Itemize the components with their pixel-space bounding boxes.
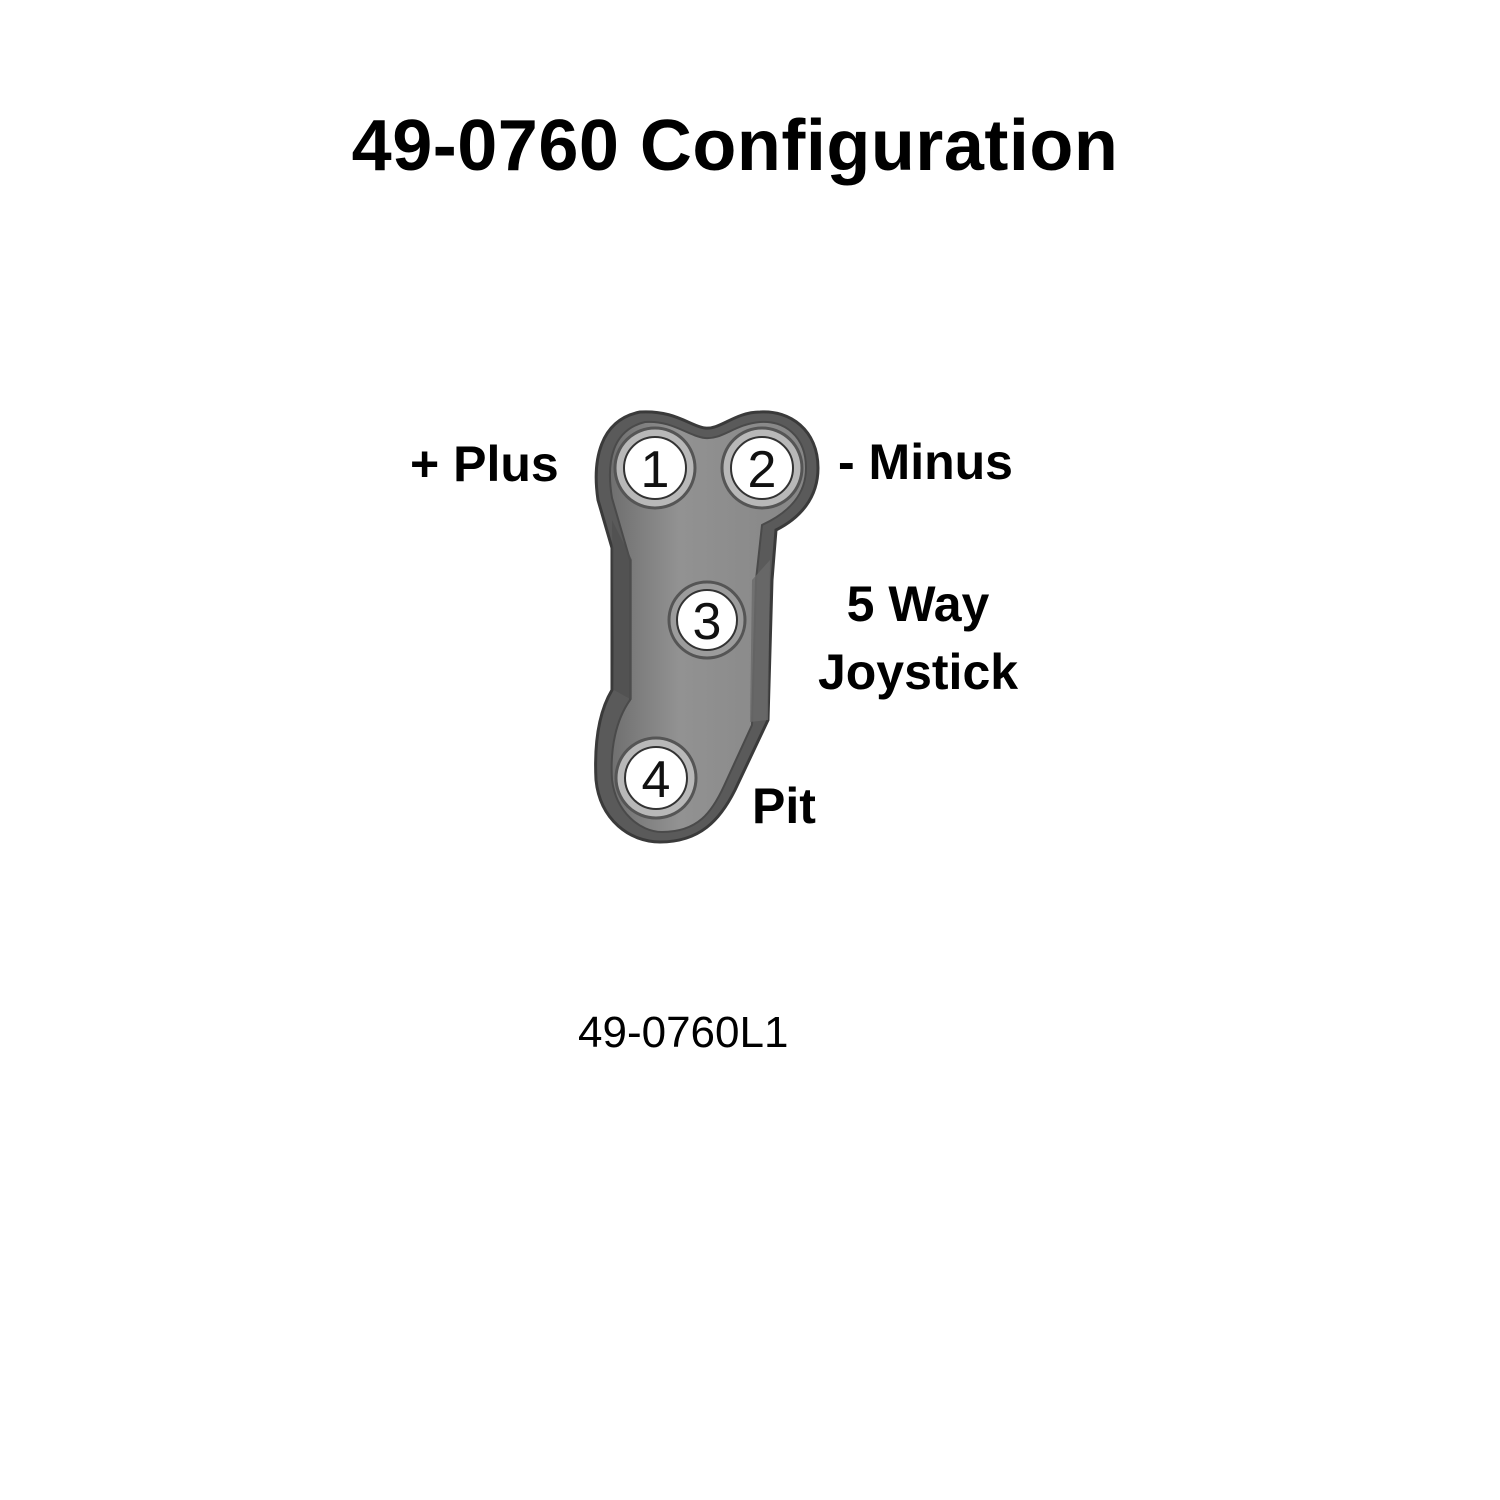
part-number: 49-0760L1 bbox=[578, 1008, 789, 1057]
connector-left-rib bbox=[612, 520, 632, 700]
pin-4-label: Pit bbox=[752, 778, 816, 834]
pin-2-number: 2 bbox=[748, 441, 777, 499]
pin-2-label: - Minus bbox=[838, 434, 1013, 490]
pin-4: 4 bbox=[614, 736, 698, 820]
pin-1-label: + Plus bbox=[410, 436, 559, 492]
pin-1: 1 bbox=[613, 426, 697, 510]
pin-3-label-line2: Joystick bbox=[817, 644, 1019, 700]
pin-3-number: 3 bbox=[693, 593, 722, 651]
page-title: 49-0760 Configuration bbox=[351, 106, 1119, 186]
pin-4-number: 4 bbox=[642, 751, 671, 809]
connector-right-rib bbox=[750, 560, 770, 722]
pin-1-number: 1 bbox=[641, 441, 670, 499]
pin-2: 2 bbox=[720, 426, 804, 510]
pin-3-label-line1: 5 Way bbox=[846, 576, 990, 632]
pin-3: 3 bbox=[667, 580, 747, 660]
